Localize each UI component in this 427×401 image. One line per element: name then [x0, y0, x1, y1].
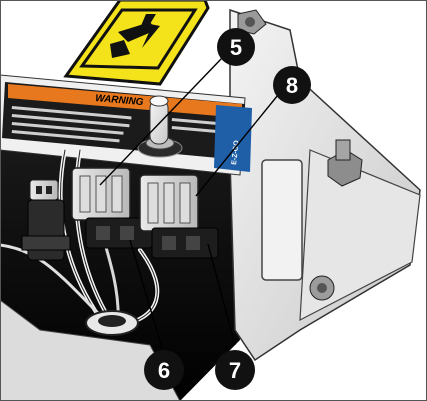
callout-5: 5	[217, 28, 255, 66]
side-bolt	[327, 139, 363, 187]
bracket-flange	[299, 149, 421, 322]
connector-pair-right	[139, 174, 219, 259]
top-bolt	[237, 9, 267, 35]
label-fine-print	[11, 106, 222, 143]
wire-grommet	[85, 310, 139, 336]
callout-8: 8	[273, 66, 311, 104]
hazard-triangle	[63, 0, 210, 86]
leader-8	[195, 94, 279, 197]
brand-tag-text: E-Z-GO	[231, 140, 241, 166]
callout-6-label: 6	[158, 358, 170, 383]
bracket-slot	[261, 159, 303, 281]
callout-8-label: 8	[286, 73, 298, 98]
callout-5-label: 5	[230, 35, 242, 60]
warning-heading: WARNING	[95, 93, 144, 108]
warning-header-band	[8, 84, 242, 118]
toggle-switch	[137, 95, 183, 158]
connector-pair-left	[71, 167, 153, 249]
leader-5	[99, 57, 223, 186]
warning-label: WARNING	[2, 82, 245, 160]
leader-6	[129, 239, 163, 349]
callout-7: 7	[215, 350, 255, 390]
shock-hand-icon	[110, 14, 160, 58]
lower-bolt	[309, 275, 335, 301]
brand-side-tag: E-Z-GO	[214, 105, 252, 172]
callout-leaders	[99, 57, 279, 349]
left-plug-connector	[21, 179, 71, 261]
callout-7-label: 7	[229, 358, 241, 383]
callout-6: 6	[144, 350, 184, 390]
leader-7	[207, 243, 236, 346]
